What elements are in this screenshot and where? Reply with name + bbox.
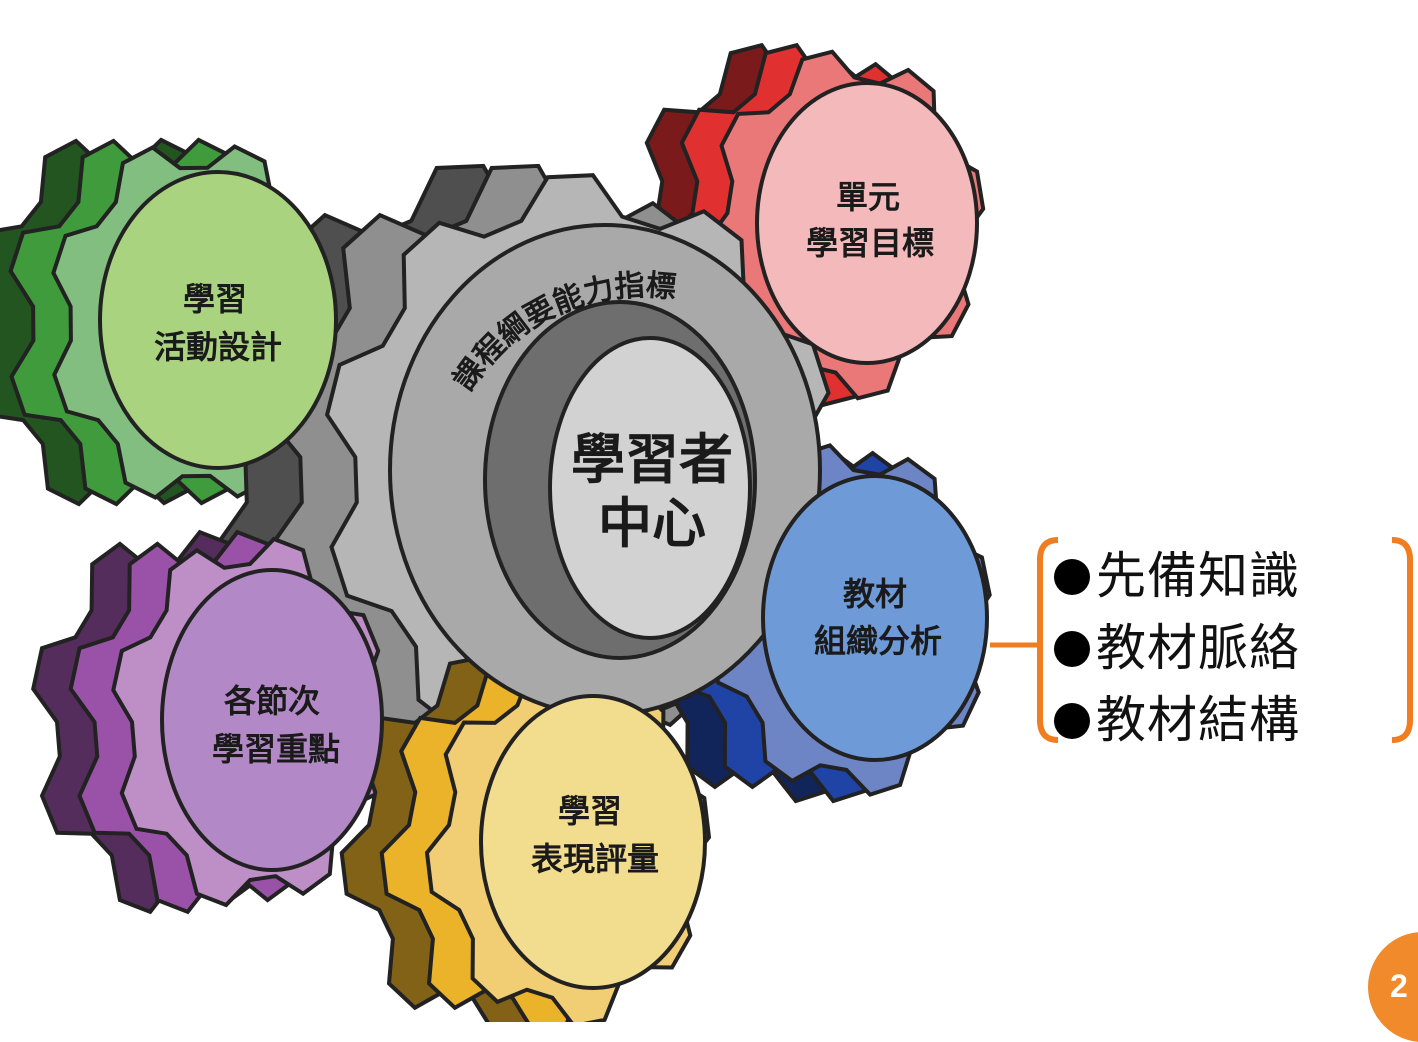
list-item-text: 先備知識: [1096, 547, 1300, 605]
list-item-text: 教材脈絡: [1096, 619, 1300, 677]
side-list: 先備知識 教材脈絡 教材結構: [1036, 538, 1396, 748]
yellow-gear-face: [479, 694, 707, 990]
yellow-gear-line2: 表現評量: [531, 840, 659, 878]
center-core: [548, 336, 752, 640]
green-gear-line1: 學習: [183, 280, 247, 318]
list-item: 教材結構: [1054, 692, 1300, 748]
bullet-icon: [1054, 559, 1090, 595]
center-title-line2: 中心: [598, 492, 706, 555]
right-bracket: [1391, 537, 1413, 743]
green-gear-line2: 活動設計: [154, 328, 282, 366]
list-item: 先備知識: [1054, 548, 1300, 604]
bullet-icon: [1054, 631, 1090, 667]
center-title-line1: 學習者: [571, 428, 733, 491]
yellow-gear-line1: 學習: [558, 792, 622, 830]
page-number: 2: [1390, 968, 1408, 1004]
blue-gear-line1: 教材: [843, 575, 907, 613]
left-bracket: [1037, 537, 1059, 743]
blue-gear-face: [761, 474, 989, 762]
red-gear-line1: 單元: [836, 178, 900, 216]
purple-gear-line2: 學習重點: [212, 730, 340, 768]
bullet-icon: [1054, 703, 1090, 739]
purple-gear-face: [160, 568, 384, 872]
purple-gear-line1: 各節次: [224, 682, 320, 720]
list-item-text: 教材結構: [1096, 691, 1300, 749]
list-item: 教材脈絡: [1054, 620, 1300, 676]
green-gear-face: [98, 170, 338, 470]
blue-gear-line2: 組織分析: [814, 622, 942, 660]
red-gear-line2: 學習目標: [806, 224, 934, 262]
red-gear-face: [755, 81, 979, 365]
